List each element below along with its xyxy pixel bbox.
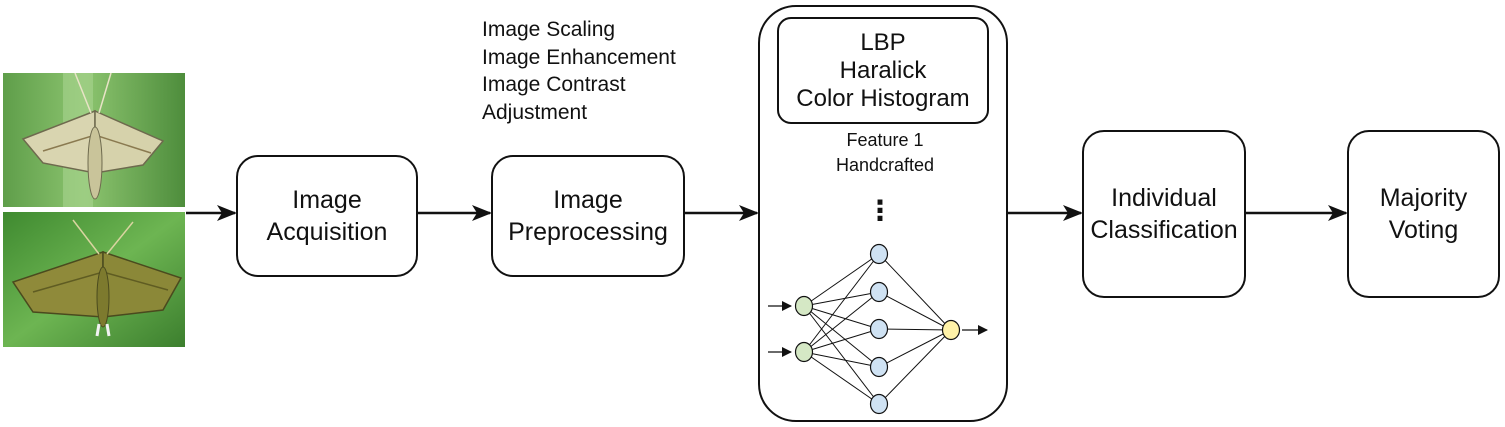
moth-photo-top [3,73,185,207]
network-edge [803,305,880,405]
network-edge [803,291,880,353]
network-edge [803,305,880,368]
ellipsis-icon: ⋮ [866,195,894,226]
feature-caption: Feature 1 Handcrafted [800,128,970,178]
feature-type: Handcrafted [835,155,935,175]
network-edge [803,328,880,353]
image-acquisition-label: Image Acquisition [266,186,388,246]
feature-label: Feature 1 [846,130,924,150]
preprocessing-step: Image Enhancement [482,45,676,69]
feature-extraction-container [758,5,1008,422]
network-edge [878,291,952,331]
network-edges [803,253,952,405]
majority-voting-label: Majority Voting [1379,184,1468,244]
network-edge [803,291,880,307]
image-preprocessing-label: Image Preprocessing [508,186,668,246]
hidden-node [869,243,889,265]
network-edge [878,328,952,331]
network-edge [803,351,880,405]
input-node [794,341,814,363]
individual-classification-label: Individual Classification [1090,184,1238,244]
preprocessing-step: Image Contrast [482,73,626,96]
method-haralick: Haralick [839,56,927,84]
network-edge [878,329,952,368]
hidden-node [869,393,889,415]
network-edge [803,305,880,330]
handcrafted-methods-box: LBP Haralick Color Histogram [777,17,989,124]
hidden-node [869,281,889,303]
network-edge [803,253,880,353]
moth-photo-bottom [3,212,185,347]
image-preprocessing-box: Image Preprocessing [491,155,685,277]
input-node [794,295,814,317]
output-node [941,319,961,341]
individual-classification-box: Individual Classification [1082,130,1246,298]
preprocessing-step: Adjustment [482,100,588,124]
network-edge [803,351,880,368]
hidden-node [869,318,889,340]
method-color-histogram: Color Histogram [796,84,970,112]
majority-voting-box: Majority Voting [1347,130,1500,298]
network-edge [803,253,880,307]
preprocessing-steps-list: Image Scaling Image Enhancement Image Co… [482,16,676,126]
neural-network-diagram [768,243,988,415]
network-edge [878,329,952,405]
network-edge [878,253,952,331]
preprocessing-step: Image Scaling [482,18,616,41]
hidden-node [869,356,889,378]
method-lbp: LBP [860,28,906,56]
image-acquisition-box: Image Acquisition [236,155,418,277]
network-nodes [794,243,961,415]
